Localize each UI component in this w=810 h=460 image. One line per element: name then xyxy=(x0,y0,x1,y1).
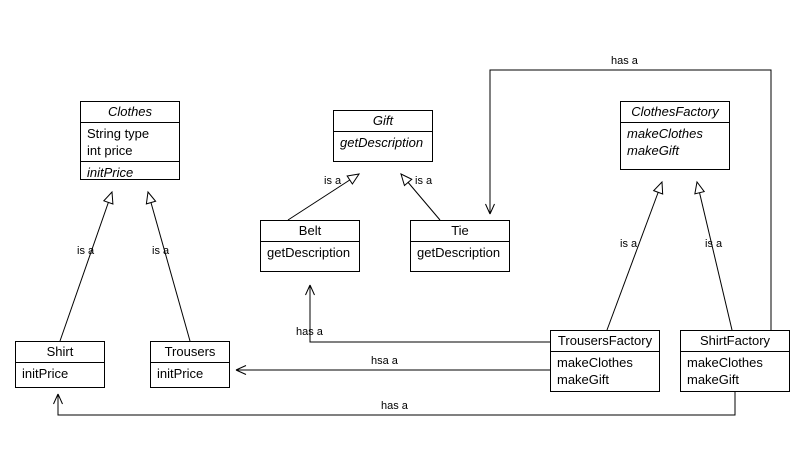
edge-label-shirtfactory-has-a-tie: has a xyxy=(611,55,638,67)
method: getDescription xyxy=(417,245,501,260)
class-box-tie[interactable]: Tie getDescription xyxy=(410,220,510,272)
class-methods-shirtfactory: makeClothes makeGift xyxy=(681,352,789,390)
class-name-gift: Gift xyxy=(334,111,432,132)
edge-label-shirtfactory-has-a-shirt: has a xyxy=(381,400,408,412)
class-box-trousersfactory[interactable]: TrousersFactory makeClothes makeGift xyxy=(550,330,660,392)
class-box-clothes[interactable]: Clothes String type int price initPrice xyxy=(80,101,180,180)
class-name-belt: Belt xyxy=(261,221,359,242)
method: getDescription xyxy=(340,135,424,150)
method: initPrice xyxy=(22,366,69,381)
class-name-shirtfactory: ShirtFactory xyxy=(681,331,789,352)
field: int price xyxy=(87,143,133,158)
method: initPrice xyxy=(157,366,204,381)
class-name-trousersfactory: TrousersFactory xyxy=(551,331,659,352)
edge-label-shirt-is-a-clothes: is a xyxy=(77,245,95,257)
class-name-trousers: Trousers xyxy=(151,342,229,363)
edge-label-tie-is-a-gift: is a xyxy=(415,175,433,187)
class-methods-shirt: initPrice xyxy=(16,363,104,384)
class-name-clothes: Clothes xyxy=(81,102,179,123)
class-box-clothesfactory[interactable]: ClothesFactory makeClothes makeGift xyxy=(620,101,730,170)
edge-label-shirtfactory-is-a-clothesfactory: is a xyxy=(705,238,723,250)
class-box-shirt[interactable]: Shirt initPrice xyxy=(15,341,105,388)
class-box-gift[interactable]: Gift getDescription xyxy=(333,110,433,162)
method: makeClothes xyxy=(557,355,633,370)
class-methods-clothesfactory: makeClothes makeGift xyxy=(621,123,729,161)
edge-label-trousersfactory-is-a-clothesfactory: is a xyxy=(620,238,638,250)
edge-tie-is-a-gift xyxy=(400,173,441,221)
class-methods-clothes: initPrice xyxy=(81,162,179,183)
field: String type xyxy=(87,126,150,141)
edge-label-belt-is-a-gift: is a xyxy=(324,175,342,187)
edge-label-trousers-is-a-clothes: is a xyxy=(152,245,170,257)
edge-trousersfactory-is-a-clothesfactory xyxy=(606,180,664,331)
method: makeGift xyxy=(627,143,680,158)
method: makeClothes xyxy=(627,126,703,141)
method: makeGift xyxy=(687,372,740,387)
class-box-belt[interactable]: Belt getDescription xyxy=(260,220,360,272)
class-methods-gift: getDescription xyxy=(334,132,432,153)
class-box-shirtfactory[interactable]: ShirtFactory makeClothes makeGift xyxy=(680,330,790,392)
edge-shirtfactory-has-a-shirt xyxy=(53,392,736,416)
class-box-trousers[interactable]: Trousers initPrice xyxy=(150,341,230,388)
method: makeGift xyxy=(557,372,610,387)
class-name-clothesfactory: ClothesFactory xyxy=(621,102,729,123)
edge-trousersfactory-has-a-belt xyxy=(305,284,550,343)
edge-label-trousersfactory-has-a-belt: has a xyxy=(296,326,323,338)
class-name-shirt: Shirt xyxy=(16,342,104,363)
class-methods-belt: getDescription xyxy=(261,242,359,263)
class-methods-trousersfactory: makeClothes makeGift xyxy=(551,352,659,390)
class-fields-clothes: String type int price xyxy=(81,123,179,162)
edge-shirtfactory-is-a-clothesfactory xyxy=(694,180,733,331)
class-methods-tie: getDescription xyxy=(411,242,509,263)
method: initPrice xyxy=(87,165,134,180)
class-methods-trousers: initPrice xyxy=(151,363,229,384)
class-name-tie: Tie xyxy=(411,221,509,242)
method: getDescription xyxy=(267,245,351,260)
edge-shirtfactory-has-a-tie xyxy=(485,69,772,392)
edge-belt-is-a-gift xyxy=(287,173,361,221)
method: makeClothes xyxy=(687,355,763,370)
edge-shirt-is-a-clothes xyxy=(59,190,114,342)
edge-label-trousersfactory-has-a-trousers: hsa a xyxy=(371,355,398,367)
edge-trousers-is-a-clothes xyxy=(145,190,191,342)
